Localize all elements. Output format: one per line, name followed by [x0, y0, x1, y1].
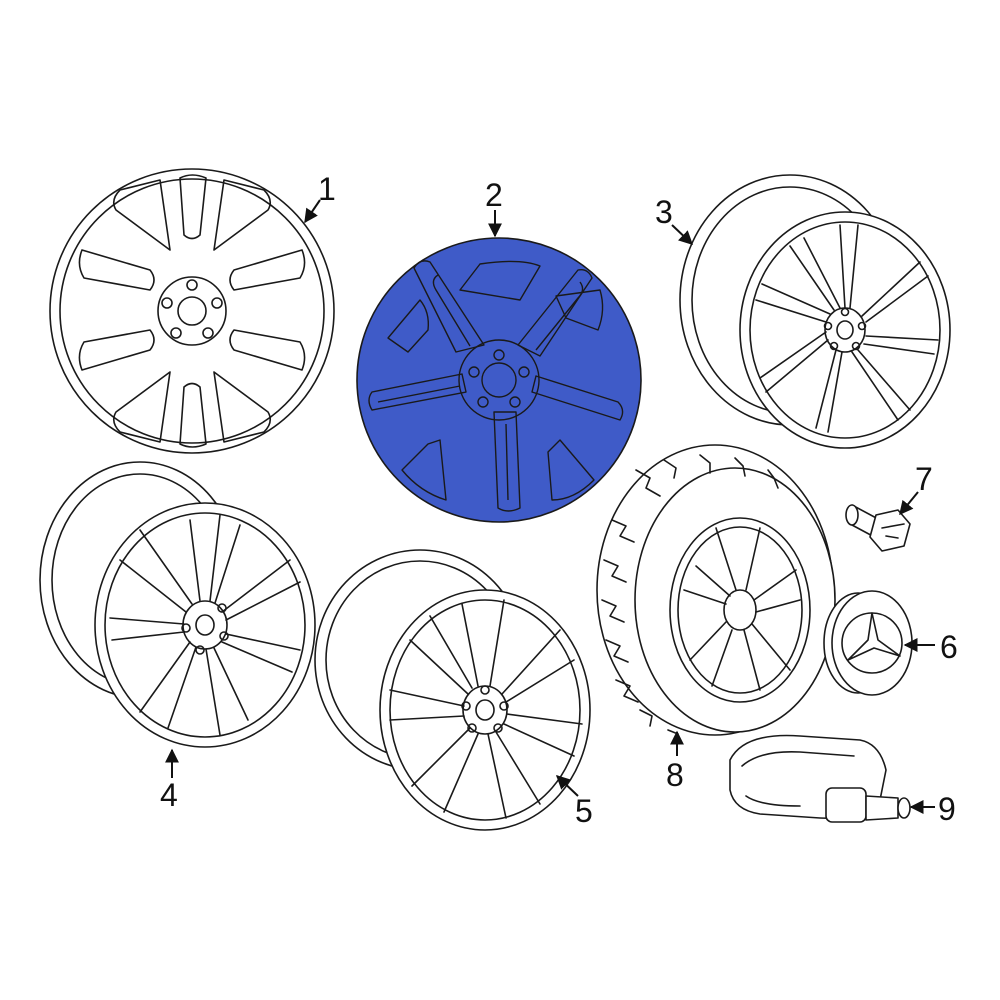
callout-3: 3	[655, 194, 673, 230]
callout-8: 8	[666, 757, 684, 793]
callout-2: 2	[485, 177, 503, 213]
callout-labels: 1 2 3 4 5 6 7 8 9	[160, 171, 958, 829]
callout-1: 1	[318, 171, 336, 207]
wheel-part-1[interactable]	[49, 168, 335, 454]
callout-5: 5	[575, 793, 593, 829]
tire-assembly-part-8[interactable]	[596, 444, 836, 736]
callout-6: 6	[940, 629, 958, 665]
callout-9: 9	[938, 791, 956, 827]
wheel-part-3[interactable]	[679, 174, 951, 449]
wheel-2-face	[356, 237, 642, 523]
callout-4: 4	[160, 777, 178, 813]
wheel-bolt-part-7[interactable]	[845, 504, 911, 552]
tpms-sensor-part-9[interactable]	[729, 734, 911, 823]
callout-7: 7	[915, 461, 933, 497]
wheel-part-4[interactable]	[39, 461, 316, 748]
center-cap-part-6[interactable]	[823, 590, 913, 696]
wheel-part-5[interactable]	[314, 549, 591, 831]
callout-arrows	[165, 199, 935, 814]
wheel-part-2-highlighted[interactable]	[356, 237, 642, 523]
